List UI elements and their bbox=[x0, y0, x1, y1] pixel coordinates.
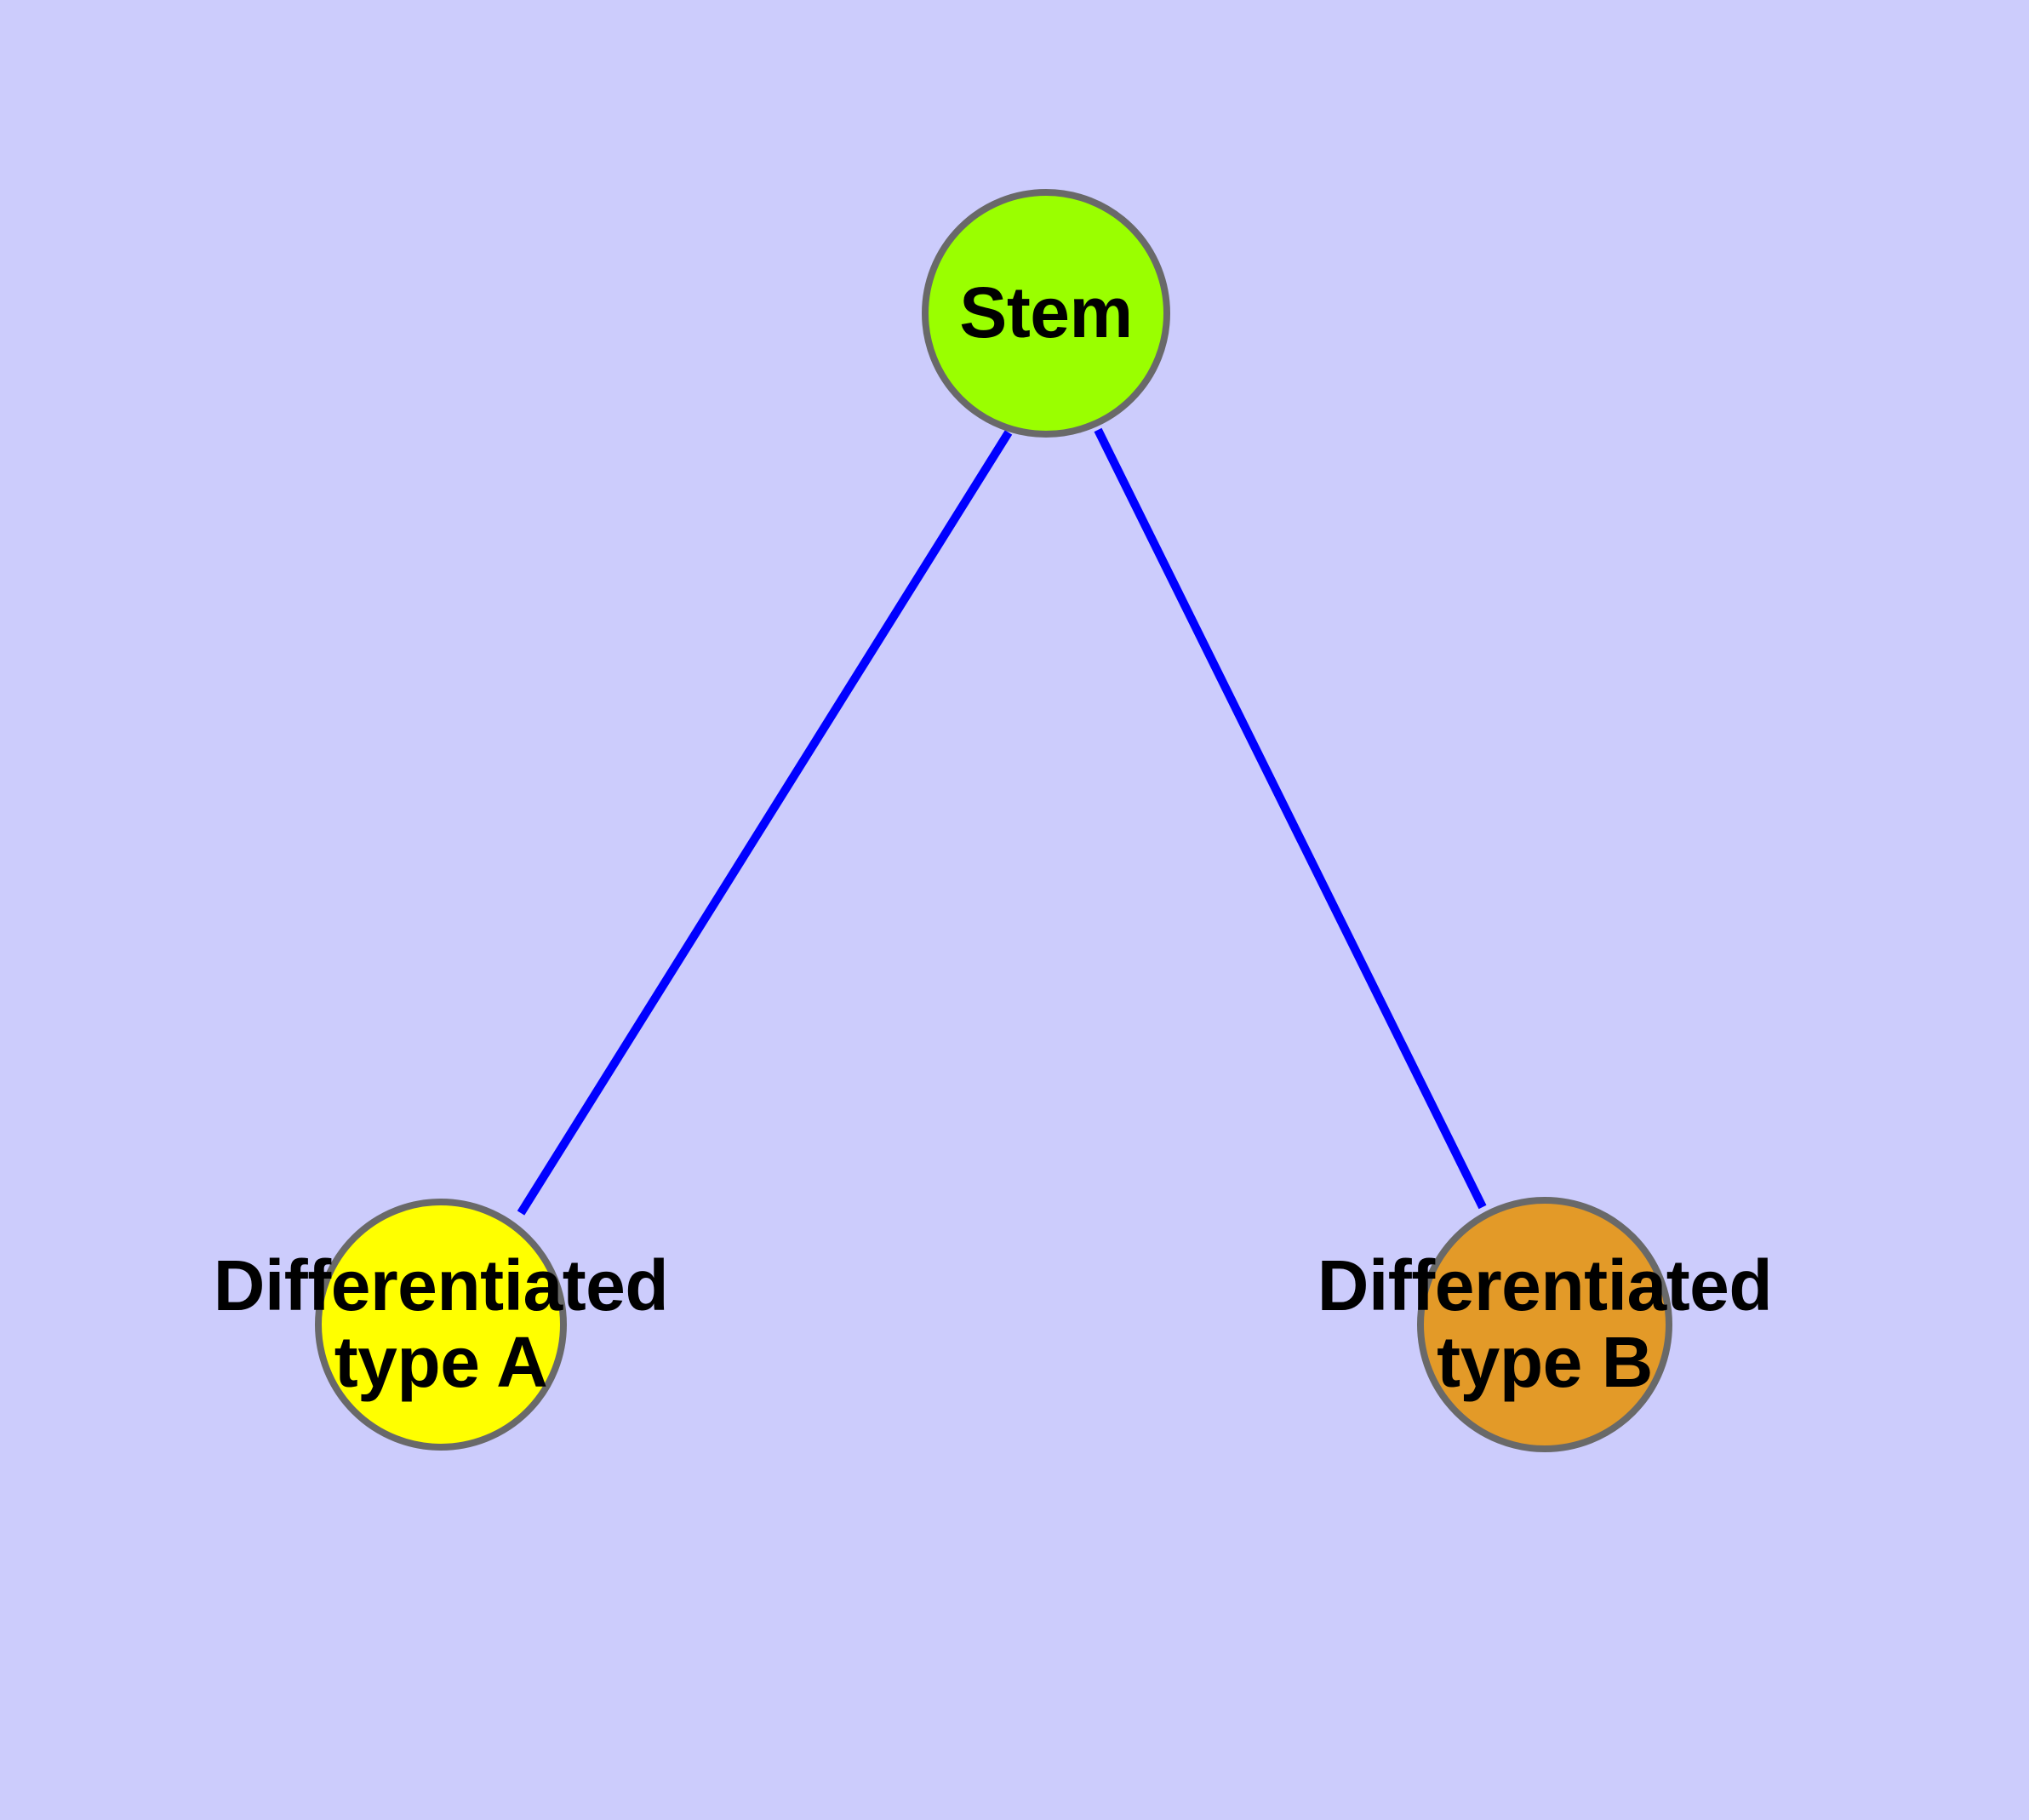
node-differentiated-type-a[interactable] bbox=[315, 1199, 567, 1451]
node-differentiated-type-b[interactable] bbox=[1417, 1197, 1672, 1452]
edge-stem-to-type-a bbox=[517, 430, 1013, 1216]
edge-stem-to-type-b bbox=[1094, 427, 1487, 1210]
node-stem[interactable] bbox=[922, 189, 1170, 438]
